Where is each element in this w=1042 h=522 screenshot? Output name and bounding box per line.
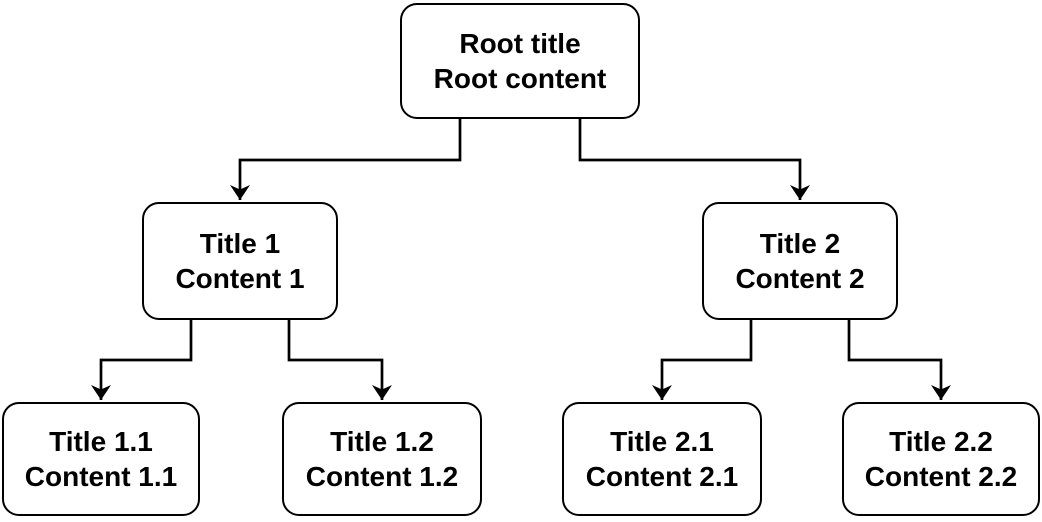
node-title-2-1-content: Content 2.1 bbox=[585, 461, 739, 492]
node-title-2-2-title: Title 2.2 bbox=[889, 426, 993, 457]
node-title-2-content: Content 2 bbox=[735, 263, 865, 294]
edge-title-2-to-title-2-2 bbox=[847, 320, 951, 400]
edge-root-to-title-2 bbox=[578, 119, 810, 200]
node-title-1[interactable]: Title 1 Content 1 bbox=[142, 202, 338, 320]
node-title-1-title: Title 1 bbox=[199, 228, 281, 259]
node-title-1-2-content: Content 1.2 bbox=[305, 461, 459, 492]
node-title-2[interactable]: Title 2 Content 2 bbox=[702, 202, 898, 320]
node-title-2-1-title: Title 2.1 bbox=[610, 426, 714, 457]
node-title-2-title: Title 2 bbox=[759, 228, 841, 259]
node-title-2-1[interactable]: Title 2.1 Content 2.1 bbox=[562, 402, 762, 516]
node-root-title: Root title bbox=[459, 28, 581, 59]
node-root[interactable]: Root title Root content bbox=[400, 3, 640, 119]
node-title-1-2[interactable]: Title 1.2 Content 1.2 bbox=[282, 402, 482, 516]
node-title-2-2[interactable]: Title 2.2 Content 2.2 bbox=[842, 402, 1040, 516]
node-title-1-1-content: Content 1.1 bbox=[24, 461, 178, 492]
node-root-content: Root content bbox=[433, 63, 607, 94]
edge-title-1-to-title-1-2 bbox=[287, 320, 392, 400]
node-title-2-2-content: Content 2.2 bbox=[864, 461, 1018, 492]
node-title-1-content: Content 1 bbox=[175, 263, 305, 294]
edge-root-to-title-1 bbox=[230, 119, 462, 200]
node-title-1-2-title: Title 1.2 bbox=[330, 426, 434, 457]
edge-title-1-to-title-1-1 bbox=[91, 320, 193, 400]
node-title-1-1[interactable]: Title 1.1 Content 1.1 bbox=[2, 402, 200, 516]
edge-title-2-to-title-2-1 bbox=[652, 320, 753, 400]
node-title-1-1-title: Title 1.1 bbox=[49, 426, 153, 457]
